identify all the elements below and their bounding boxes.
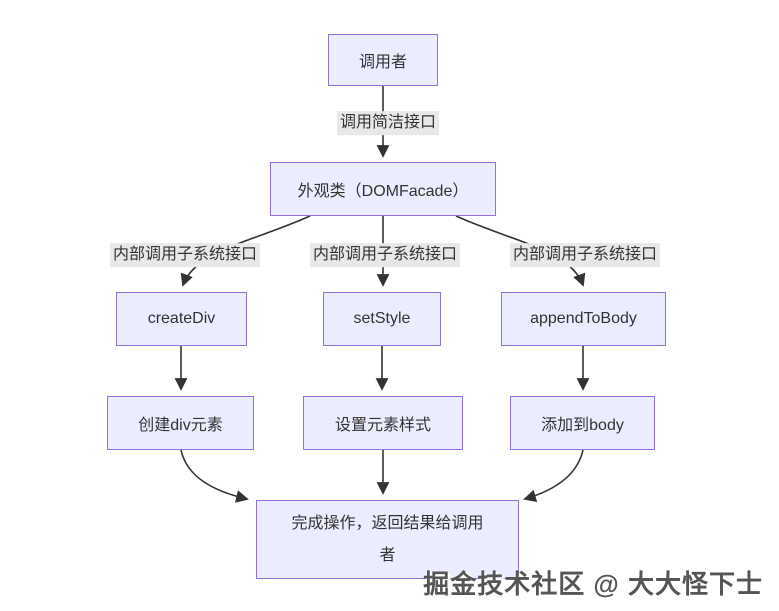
edge-label-internal-call-right: 内部调用子系统接口 bbox=[509, 243, 661, 267]
node-finish: 完成操作，返回结果给调用者 bbox=[256, 500, 519, 579]
edge-label-internal-call-left: 内部调用子系统接口 bbox=[109, 243, 261, 267]
edge-label-internal-call-middle: 内部调用子系统接口 bbox=[309, 243, 461, 267]
node-create-div: createDiv bbox=[116, 292, 247, 346]
edge-appendresult-to-finish bbox=[523, 449, 584, 503]
node-append-result: 添加到body bbox=[510, 396, 655, 450]
watermark-text: 掘金技术社区 @ 大大怪下士 bbox=[423, 569, 763, 599]
node-caller: 调用者 bbox=[328, 34, 438, 86]
node-facade: 外观类（DOMFacade） bbox=[270, 162, 496, 216]
node-append-to-body: appendToBody bbox=[501, 292, 666, 346]
node-create-div-result: 创建div元素 bbox=[107, 396, 254, 450]
edge-createresult-to-finish bbox=[180, 449, 249, 503]
node-set-style-result: 设置元素样式 bbox=[303, 396, 463, 450]
edge-label-call-simple-interface: 调用简洁接口 bbox=[336, 111, 440, 135]
node-set-style: setStyle bbox=[323, 292, 441, 346]
